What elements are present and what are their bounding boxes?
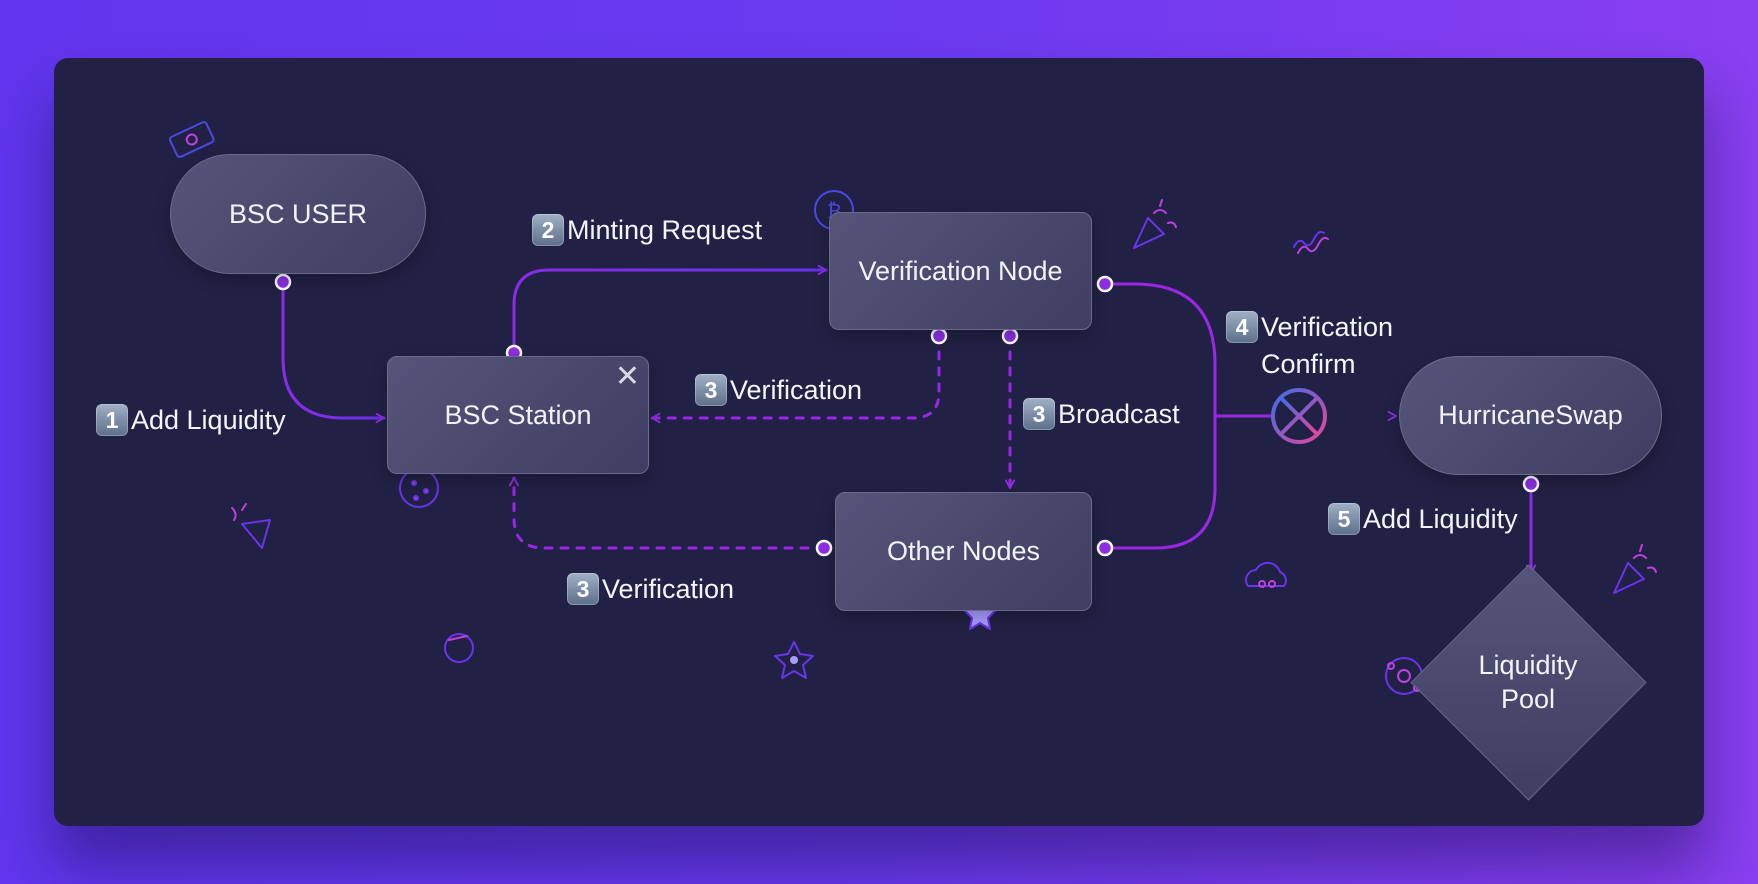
edge-label-text: Verification Confirm xyxy=(1261,312,1394,379)
port-dot[interactable] xyxy=(1096,275,1114,293)
edge-label-verification-a: 3 Verification xyxy=(695,373,862,407)
step-badge: 3 xyxy=(567,573,599,605)
edge-verification-a xyxy=(650,334,941,418)
edge-label-text: Verification xyxy=(602,574,735,604)
edge-minting-request xyxy=(512,270,828,355)
port-dot[interactable] xyxy=(1001,327,1019,345)
port-dot[interactable] xyxy=(1522,475,1540,493)
verification-node[interactable]: Verification Node xyxy=(829,212,1092,330)
edge-label-text: Broadcast xyxy=(1058,399,1180,429)
bsc-station-node[interactable]: BSC Station ✕ xyxy=(387,356,649,474)
edge-label-minting-request: 2 Minting Request xyxy=(532,213,762,247)
hurricaneswap-label: HurricaneSwap xyxy=(1438,400,1623,430)
step-badge: 3 xyxy=(1023,398,1055,430)
money-icon xyxy=(168,121,215,158)
edge-label-add-liquidity-pool: 5 Add Liquidity xyxy=(1328,502,1518,536)
edge-label-verification-confirm: 4 Verification Confirm xyxy=(1226,309,1393,383)
hurricaneswap-node[interactable]: HurricaneSwap xyxy=(1399,356,1662,475)
edge-other-nodes-confirm xyxy=(1103,417,1217,550)
edge-label-verification-b: 3 Verification xyxy=(567,572,734,606)
port-dot[interactable] xyxy=(815,539,833,557)
port-dot[interactable] xyxy=(1096,539,1114,557)
step-badge: 4 xyxy=(1226,311,1258,343)
diagram-canvas: ₿ xyxy=(54,58,1704,826)
edge-label-text: Verification xyxy=(730,375,863,405)
other-nodes-node[interactable]: Other Nodes xyxy=(835,492,1092,611)
gateway-icon xyxy=(1271,388,1327,444)
star-icon xyxy=(774,641,814,679)
edge-verification-node-confirm xyxy=(1103,282,1217,421)
step-badge: 1 xyxy=(96,404,128,436)
bsc-user-label: BSC USER xyxy=(228,198,368,229)
port-dot[interactable] xyxy=(930,327,948,345)
party-popper-icon xyxy=(1613,544,1657,594)
edge-add-liquidity xyxy=(281,281,386,418)
verification-node-label: Verification Node xyxy=(858,255,1063,286)
bsc-user-node[interactable]: BSC USER xyxy=(170,154,426,274)
step-badge: 5 xyxy=(1328,503,1360,535)
cloud-icon xyxy=(1245,561,1287,588)
edge-label-add-liquidity: 1 Add Liquidity xyxy=(96,403,286,437)
party-popper-icon xyxy=(231,503,271,549)
close-icon[interactable]: ✕ xyxy=(614,360,640,393)
edges-layer xyxy=(274,58,1540,575)
liquidity-pool-label: Liquidity Pool xyxy=(1478,650,1578,714)
potion-icon xyxy=(444,633,474,663)
squiggle-icon xyxy=(1293,230,1329,254)
party-popper-icon xyxy=(1133,199,1177,249)
edge-verification-b xyxy=(514,476,826,550)
edge-label-text: Add Liquidity xyxy=(1363,504,1518,534)
edge-label-text: Minting Request xyxy=(567,215,763,245)
bsc-station-label: BSC Station xyxy=(444,399,592,430)
port-dot[interactable] xyxy=(274,273,292,291)
edge-label-broadcast: 3 Broadcast xyxy=(1023,397,1180,431)
step-badge: 2 xyxy=(532,214,564,246)
other-nodes-label: Other Nodes xyxy=(886,536,1041,566)
edge-label-text: Add Liquidity xyxy=(131,405,286,435)
step-badge: 3 xyxy=(695,374,727,406)
